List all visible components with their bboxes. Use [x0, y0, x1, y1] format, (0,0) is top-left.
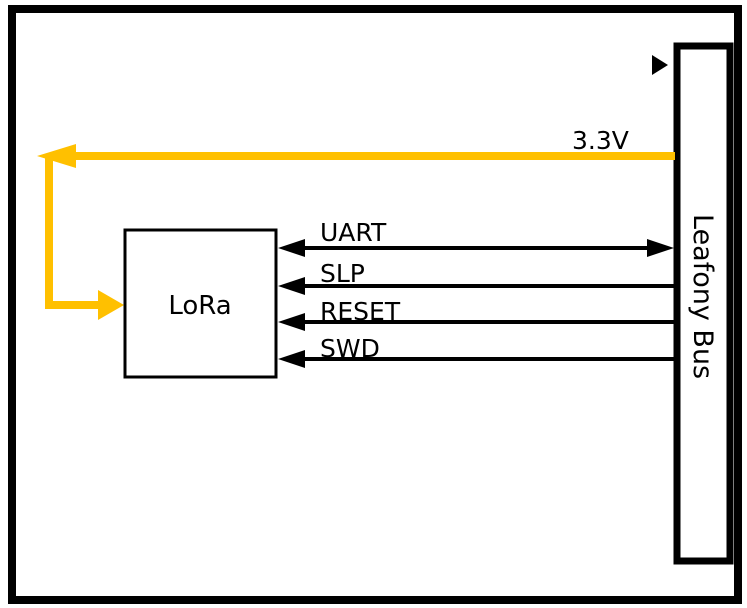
module-label: LoRa	[168, 291, 231, 321]
uart-arrow-right-icon	[647, 239, 674, 257]
board-outline	[8, 5, 742, 604]
reset-arrow-icon	[278, 313, 305, 331]
signal-uart	[278, 239, 674, 257]
bus-label: Leafony Bus	[687, 214, 718, 379]
power-arrowhead-module-icon	[98, 290, 124, 320]
power-arrowhead-icon	[37, 144, 76, 168]
slp-label: SLP	[320, 259, 365, 288]
lora-module-block	[123, 228, 278, 379]
slp-arrow-icon	[278, 277, 305, 295]
leafony-bus-block	[673, 42, 734, 565]
swd-label: SWD	[320, 334, 380, 363]
reset-label: RESET	[320, 297, 401, 326]
pin1-marker-icon	[652, 55, 668, 75]
uart-label: UART	[320, 218, 387, 247]
signal-swd	[278, 350, 675, 368]
uart-arrow-left-icon	[278, 239, 305, 257]
swd-arrow-icon	[278, 350, 305, 368]
signal-reset	[278, 313, 675, 331]
signal-slp	[278, 277, 675, 295]
power-label: 3.3V	[572, 126, 629, 155]
power-line	[37, 144, 675, 320]
